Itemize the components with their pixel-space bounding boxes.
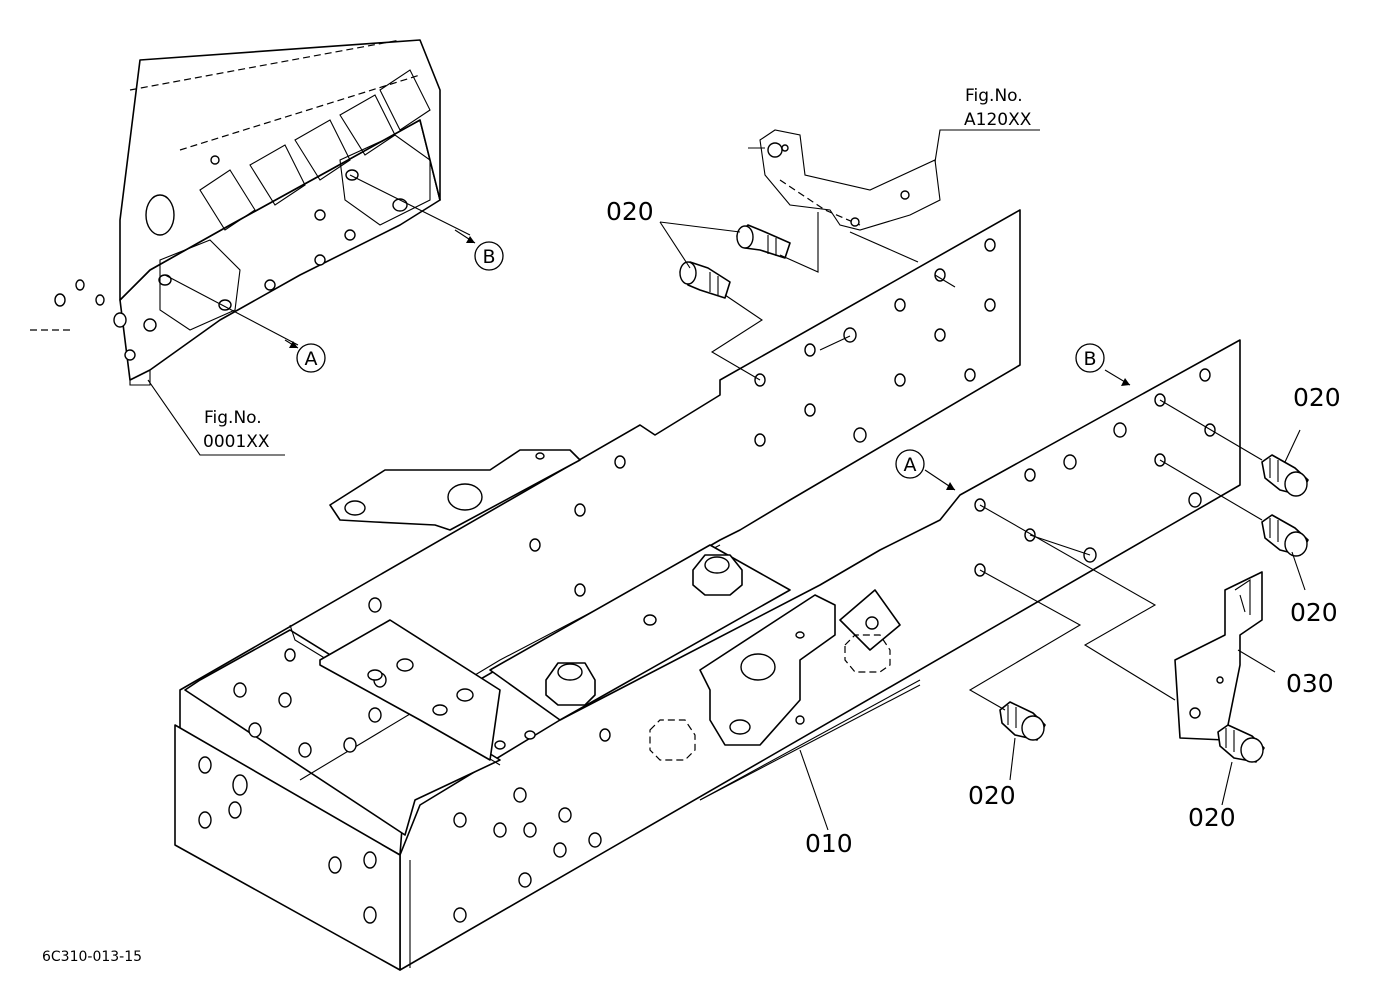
label-010: 010 (805, 829, 853, 858)
fig-ref-left: Fig.No. 0001XX (203, 408, 270, 452)
callout-b-left: B (474, 241, 504, 271)
frame-010 (174, 209, 1241, 971)
label-020-bottom-mid: 020 (968, 781, 1016, 810)
fig-ref-top: Fig.No. A120XX (964, 86, 1032, 130)
bolt-020-right-mid (1261, 514, 1309, 557)
bolt-020-bottom-mid (999, 701, 1046, 741)
callout-b-right-text: B (1083, 348, 1096, 370)
bolt-020-top-a (736, 224, 791, 259)
label-020-right-upper: 020 (1293, 383, 1341, 412)
callout-a-right: A (895, 449, 925, 479)
callout-b-left-text: B (482, 246, 495, 268)
bolt-020-bottom-right (1217, 724, 1265, 763)
engine-block (30, 39, 441, 386)
label-020-bottom-right: 020 (1188, 803, 1236, 832)
upper-bracket-ghost (748, 129, 941, 231)
fig-ref-top-line2: A120XX (964, 110, 1032, 130)
drawing-code: 6C310-013-15 (42, 949, 142, 965)
fig-ref-left-line1: Fig.No. (204, 408, 262, 428)
callout-arrows (284, 229, 1131, 491)
callout-a-right-text: A (904, 454, 917, 476)
bolt-020-top-b (679, 261, 731, 299)
callout-b-right: B (1075, 343, 1105, 373)
bracket-030 (1174, 571, 1263, 741)
fig-ref-left-line2: 0001XX (203, 432, 270, 452)
fig-ref-top-line1: Fig.No. (965, 86, 1023, 106)
label-020-right-mid: 020 (1290, 598, 1338, 627)
callout-a-left: A (296, 343, 326, 373)
label-030: 030 (1286, 669, 1334, 698)
callout-a-left-text: A (305, 348, 318, 370)
label-020-top: 020 (606, 197, 654, 226)
bolt-020-right-upper (1261, 454, 1309, 497)
assembly-lines (147, 129, 1306, 831)
